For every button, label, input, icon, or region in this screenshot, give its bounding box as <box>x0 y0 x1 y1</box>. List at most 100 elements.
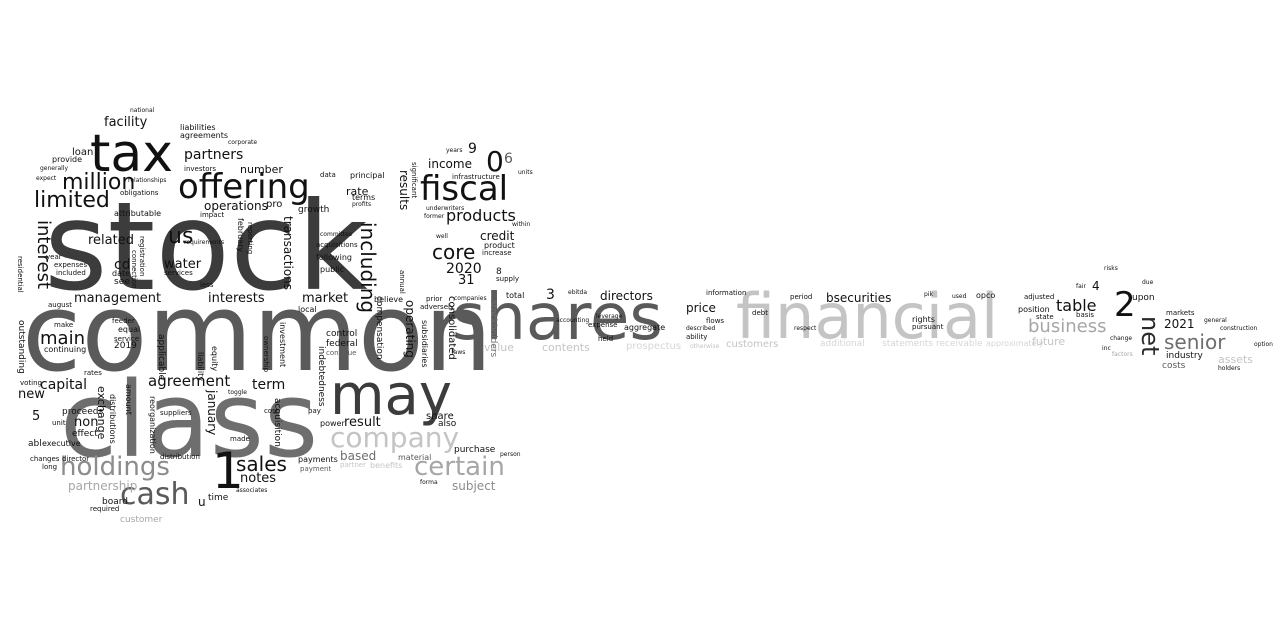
word-core: core <box>432 240 476 264</box>
word-sales: sales <box>236 452 287 476</box>
word-material: material <box>398 453 432 462</box>
word-increase: increase <box>482 249 512 257</box>
word-executive: executive <box>42 439 81 448</box>
word-capital: capital <box>40 377 88 393</box>
word-benefits: benefits <box>370 461 403 470</box>
word-investment: investment <box>278 322 287 368</box>
word-effect: effect <box>72 429 98 439</box>
word-construction: construction <box>1220 325 1258 332</box>
word-shares: shares <box>452 281 663 355</box>
word-u: u <box>198 495 206 509</box>
word-less: less <box>200 281 214 289</box>
word-class: class <box>60 359 319 481</box>
word-february: february <box>236 218 245 253</box>
word-companies: companies <box>454 295 487 302</box>
word-ability: ability <box>686 333 708 341</box>
word-including: including <box>356 222 380 314</box>
word-senior: senior <box>1164 330 1226 354</box>
word-compensation: compensation <box>374 296 384 360</box>
word-water: water <box>164 257 202 272</box>
word-ebitda: ebitda <box>568 289 588 296</box>
word-total: total <box>506 291 525 300</box>
word-state: state <box>1036 313 1054 321</box>
word-believe: believe <box>374 295 404 304</box>
word-product: product <box>484 241 515 250</box>
word-obligations: obligations <box>120 189 159 197</box>
word-following: following <box>316 253 352 262</box>
word-business: business <box>1028 316 1107 337</box>
word-results: results <box>397 170 411 211</box>
word-costs: costs <box>1162 361 1186 371</box>
word-debt: debt <box>752 309 768 317</box>
word-credit: credit <box>480 229 515 243</box>
word-pro: pro <box>266 199 283 210</box>
word-facility: facility <box>104 115 148 130</box>
word-stock: stock <box>44 176 368 318</box>
word-result: result <box>344 415 381 430</box>
word-residential: residential <box>16 256 24 293</box>
word-new: new <box>18 387 45 402</box>
word-accounting: accounting <box>556 317 590 324</box>
word-federal: federal <box>326 339 358 349</box>
word-amount: amount <box>124 384 133 415</box>
word-required: required <box>90 505 120 513</box>
word-acquisition: acquisition <box>272 398 282 447</box>
word-directors: directors <box>600 289 653 303</box>
word-years: years <box>446 147 463 154</box>
word-interests: interests <box>208 291 265 306</box>
word-year: year <box>46 253 62 261</box>
word-price: price <box>686 301 716 315</box>
word-factors: factors <box>1112 351 1133 358</box>
word-share: share <box>426 411 454 422</box>
word-equity: equity <box>210 346 219 372</box>
word-pik: pik <box>924 291 933 298</box>
word-common: common <box>22 271 493 396</box>
word-income: income <box>428 157 472 171</box>
word-num-0: 0 <box>486 145 504 178</box>
word-voting: voting <box>20 379 42 387</box>
word-committee: committee <box>320 231 353 238</box>
word-opco: opco <box>976 291 996 300</box>
word-pursuant: pursuant <box>912 323 944 331</box>
word-reorganization: reorganization <box>148 396 157 454</box>
word-used: used <box>952 293 967 300</box>
word-public: public <box>320 265 345 274</box>
word-suppliers: suppliers <box>160 409 192 417</box>
word-power: power <box>320 419 345 428</box>
word-significant: significant <box>410 162 418 199</box>
word-fair: fair <box>1076 283 1086 290</box>
word-customer: customer <box>120 515 163 525</box>
word-rate: rate <box>346 185 369 198</box>
word-reporting: reporting <box>246 222 254 255</box>
word-may: may <box>330 363 453 428</box>
word-table: table <box>1056 296 1097 315</box>
word-holders: holders <box>1218 365 1241 372</box>
word-included: included <box>56 269 86 277</box>
word-num-5: 5 <box>32 409 41 424</box>
word-prior: prior <box>426 295 443 303</box>
word-partnership: partnership <box>68 479 138 493</box>
word-services: services <box>164 269 193 277</box>
word-due: due <box>1142 279 1154 286</box>
word-expense: expense <box>588 321 618 329</box>
word-continue: continue <box>326 349 357 357</box>
word-limited: limited <box>34 188 110 213</box>
word-respect: respect <box>794 325 817 332</box>
word-connection: connection <box>130 250 138 289</box>
word-national: national <box>130 107 155 114</box>
word-proceeds: proceeds <box>62 407 104 417</box>
word-purchase: purchase <box>454 445 496 455</box>
word-acquisitions: acquisitions <box>316 241 358 249</box>
word-partners: partners <box>184 147 244 163</box>
word-continuing: continuing <box>44 345 87 354</box>
word-main: main <box>40 328 85 349</box>
word-fiscal: fiscal <box>420 169 509 209</box>
word-liabilities: liabilities <box>180 123 216 132</box>
word-stockholders: stockholders <box>488 300 498 358</box>
word-num-6: 6 <box>504 151 513 167</box>
word-former: former <box>424 213 445 220</box>
word-within: within <box>512 221 531 228</box>
word-cd: cd <box>114 257 131 273</box>
word-person: person <box>500 451 521 458</box>
